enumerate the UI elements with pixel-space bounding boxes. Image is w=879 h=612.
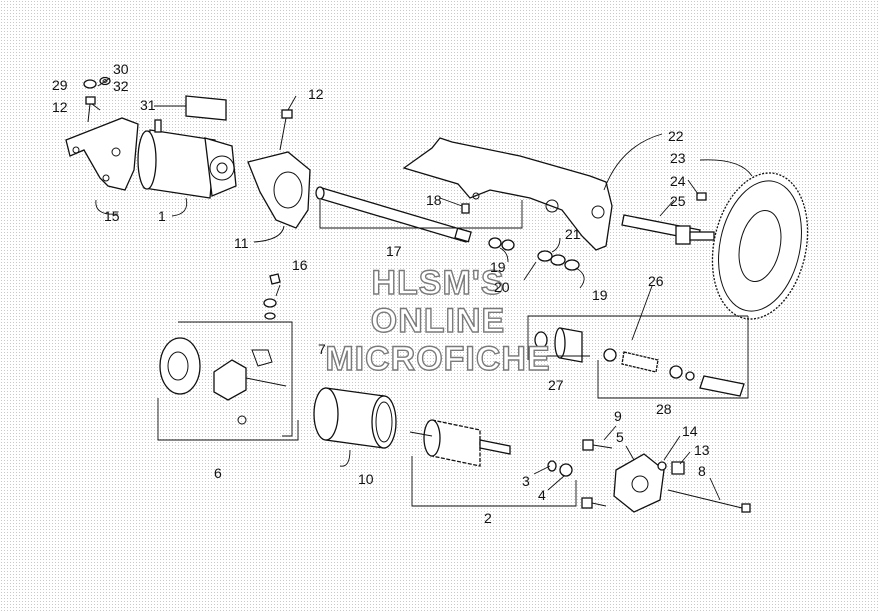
callout-30: 30 [113, 61, 129, 77]
part-nut-end [657, 461, 685, 475]
callout-17: 17 [386, 243, 402, 259]
callout-3: 3 [522, 473, 530, 489]
part-armature [409, 419, 511, 467]
callout-25: 25 [670, 193, 686, 209]
watermark-line-1: HLSM'S [371, 264, 504, 302]
part-brush-holder [213, 349, 287, 425]
callout-12: 12 [52, 99, 68, 115]
callout-10: 10 [358, 471, 374, 487]
callout-7: 7 [318, 341, 326, 357]
callout-32: 32 [113, 78, 129, 94]
callout-27: 27 [548, 377, 564, 393]
callout-9: 9 [614, 408, 622, 424]
callout-14: 14 [682, 423, 698, 439]
callout-labels: 29 30 32 12 31 12 15 1 11 17 18 19 20 21… [52, 61, 710, 526]
part-mounting-bracket [65, 117, 139, 191]
callout-12: 12 [308, 86, 324, 102]
part-solenoid-label [185, 95, 227, 121]
callout-24: 24 [670, 173, 686, 189]
callout-11: 11 [234, 235, 249, 251]
part-starter-motor [137, 119, 237, 199]
callout-22: 22 [668, 128, 684, 144]
part-through-bolt [667, 489, 751, 513]
part-drive-gear [534, 327, 583, 363]
part-mounting-plate [247, 151, 311, 229]
watermark-line-3: MICROFICHE [325, 340, 550, 378]
watermark-line-2: ONLINE [371, 302, 505, 340]
callout-19: 19 [490, 259, 506, 275]
part-end-cap [159, 337, 201, 395]
callout-4: 4 [538, 487, 546, 503]
callout-26: 26 [648, 273, 664, 289]
part-washers-housing [537, 250, 580, 271]
callout-5: 5 [616, 429, 624, 445]
callout-13: 13 [694, 442, 710, 458]
callout-18: 18 [426, 192, 442, 208]
callout-1: 1 [158, 208, 166, 224]
part-small-bolt [696, 192, 707, 201]
part-housing-sleeve [313, 387, 397, 449]
part-screw-upper [582, 439, 613, 451]
part-drive-end-plate [613, 453, 665, 513]
callout-8: 8 [698, 463, 706, 479]
part-terminal-nut [263, 273, 281, 320]
callout-21: 21 [565, 226, 581, 242]
watermark: HLSM'S ONLINE MICROFICHE [325, 263, 551, 378]
part-main-housing [402, 137, 613, 251]
callout-23: 23 [670, 150, 686, 166]
callout-29: 29 [52, 77, 68, 93]
part-shaft [315, 186, 472, 243]
part-spring-assembly [603, 348, 745, 397]
part-ring-gear [711, 172, 809, 320]
callout-6: 6 [214, 465, 222, 481]
callout-31: 31 [140, 97, 156, 113]
part-screw-lower [581, 497, 607, 509]
part-bolt-upper-left [85, 96, 96, 123]
part-bolt-upper [279, 109, 293, 151]
part-drive-shaft [621, 214, 715, 245]
callout-19: 19 [592, 287, 608, 303]
callout-2: 2 [484, 510, 492, 526]
callout-16: 16 [292, 257, 308, 273]
callout-28: 28 [656, 401, 672, 417]
leader-lines [91, 77, 753, 507]
part-set-screw [461, 203, 470, 214]
callout-15: 15 [104, 208, 120, 224]
callout-20: 20 [494, 279, 510, 295]
part-washers-armature [547, 460, 573, 477]
part-nut-and-washers [83, 76, 111, 89]
part-washers-shaft [488, 237, 515, 251]
